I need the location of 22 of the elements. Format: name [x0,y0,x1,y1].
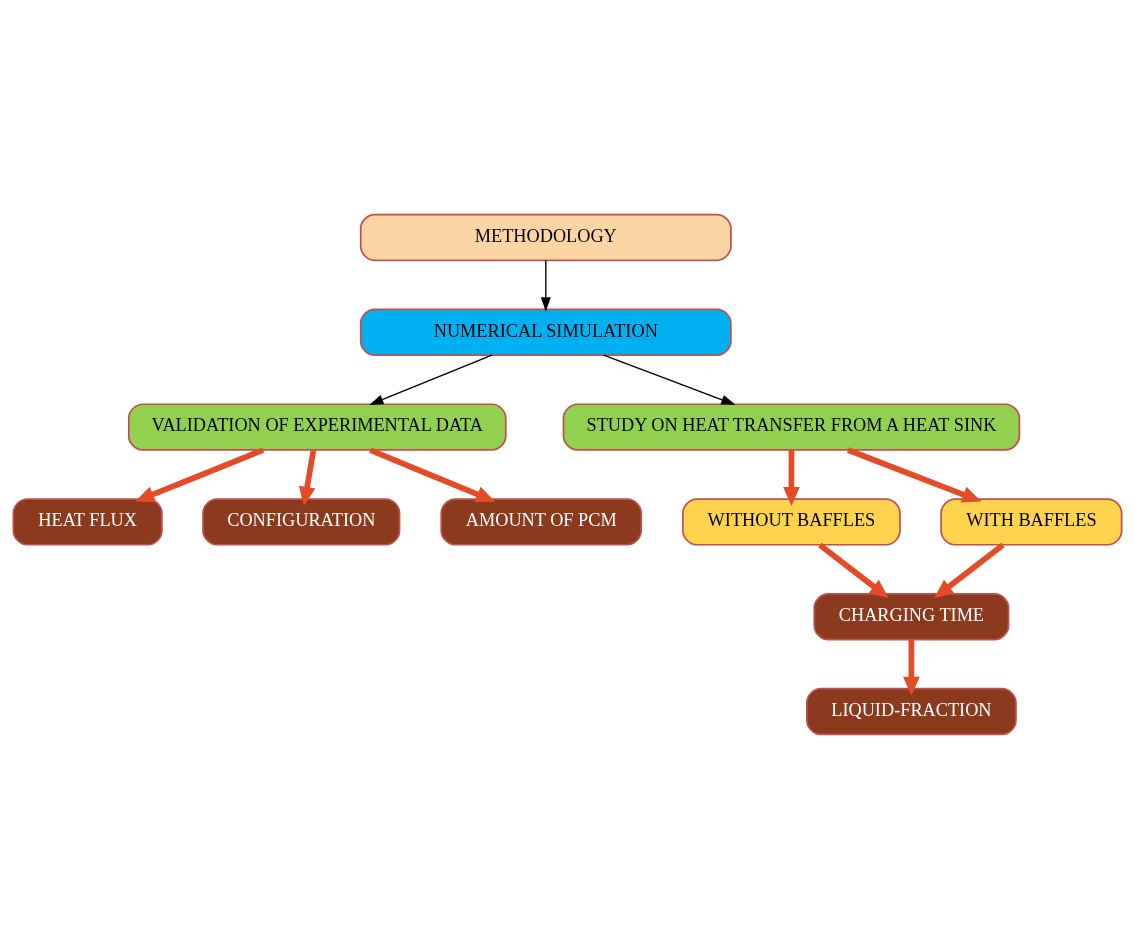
node-box: CONFIGURATION [202,498,401,546]
arrow [369,354,493,405]
arrow [846,447,982,503]
node-box: WITHOUT BAFFLES [682,498,901,546]
arrow [934,542,1005,599]
arrow [818,542,889,599]
arrow [603,354,736,405]
arrow [298,449,317,507]
node-box: METHODOLOGY [359,213,732,262]
node-box: WITH BAFFLES [940,498,1123,546]
arrow [903,639,920,696]
node-box: AMOUNT OF PCM [440,498,643,546]
node-box: HEAT FLUX [12,498,163,546]
arrow [540,259,551,312]
node-box: STUDY ON HEAT TRANSFER FROM A HEAT SINK [562,403,1021,451]
node-box: LIQUID-FRACTION [806,687,1017,736]
arrow [135,447,265,503]
arrow [369,447,496,503]
node-box: VALIDATION OF EXPERIMENTAL DATA [127,403,507,451]
node-box: NUMERICAL SIMULATION [359,308,732,356]
arrow [783,450,800,507]
node-box: CHARGING TIME [813,593,1010,641]
